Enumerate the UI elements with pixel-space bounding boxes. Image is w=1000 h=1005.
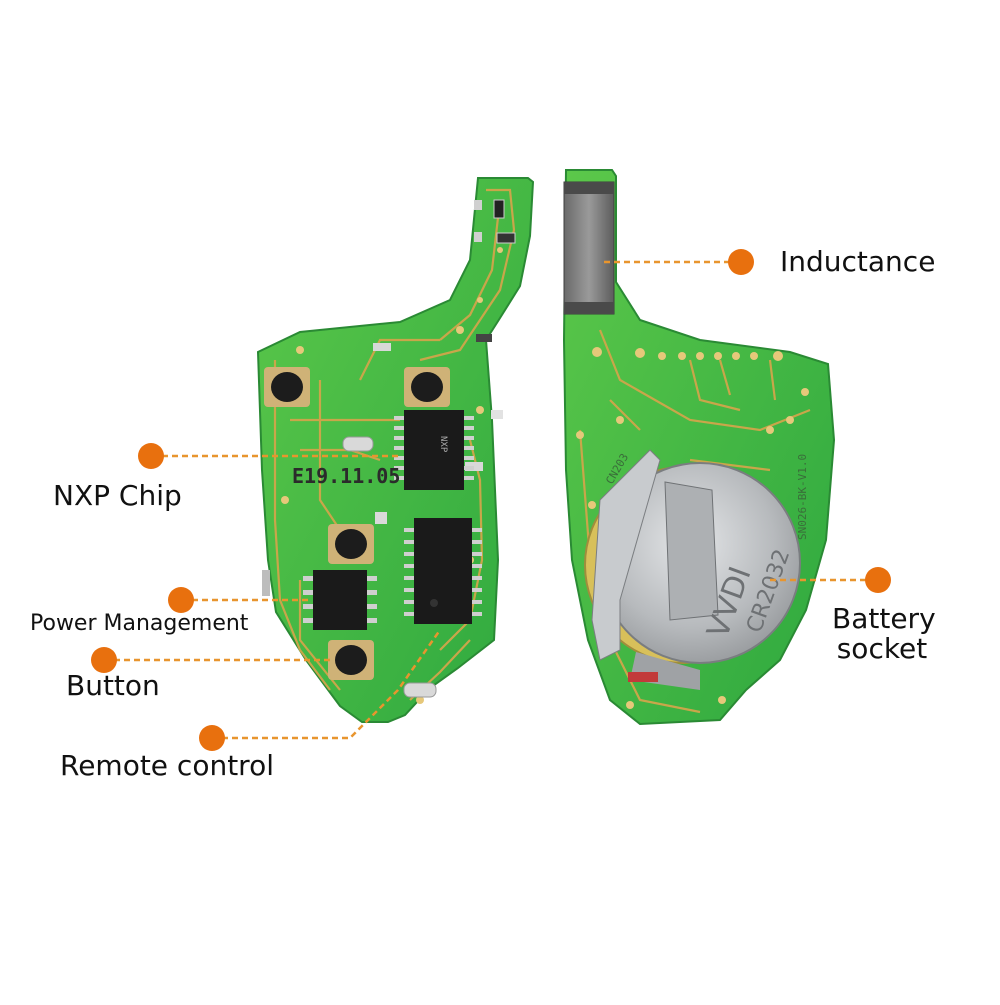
nxp-chip	[394, 410, 474, 490]
inductance-callout-dot	[728, 249, 754, 275]
callout-lines	[104, 260, 878, 740]
nxp-chip-label: NXP Chip	[53, 479, 182, 512]
board-id-marking: SN026-BK-V1.0	[796, 454, 809, 540]
tactile-button-3	[328, 524, 374, 564]
power-management-label: Power Management	[30, 611, 249, 636]
left-vias	[281, 247, 503, 704]
tactile-button-1	[264, 367, 310, 407]
battery-socket-label: Battery socket	[832, 602, 936, 666]
right-pcb-board: VVDI CR2032 CN203 SN026-BK-V1.0	[562, 169, 836, 726]
power-management-chip	[303, 570, 377, 630]
button-callout-dot	[91, 647, 117, 673]
remote-control-chip	[404, 518, 482, 624]
left-pcb-board: NXP	[256, 177, 535, 723]
nxp-chip-callout-dot	[138, 443, 164, 469]
inductance-label: Inductance	[780, 245, 936, 278]
remote-control-label: Remote control	[60, 749, 274, 782]
remote-control-callout-dot	[199, 725, 225, 751]
callout-dots	[91, 249, 891, 751]
date-code-marking: E19.11.05	[292, 464, 400, 488]
tactile-button-2	[404, 367, 450, 407]
nxp-chip-marking: NXP	[438, 436, 448, 453]
power-management-callout-dot	[168, 587, 194, 613]
button-label: Button	[66, 669, 160, 702]
battery-socket-callout-dot	[865, 567, 891, 593]
battery-socket	[584, 449, 801, 690]
tactile-button-4	[328, 640, 374, 680]
remote-control-leader-line	[212, 629, 442, 740]
side-contact	[262, 570, 270, 596]
left-traces	[273, 188, 516, 701]
right-vias	[576, 347, 809, 709]
inductance-component	[563, 181, 615, 315]
